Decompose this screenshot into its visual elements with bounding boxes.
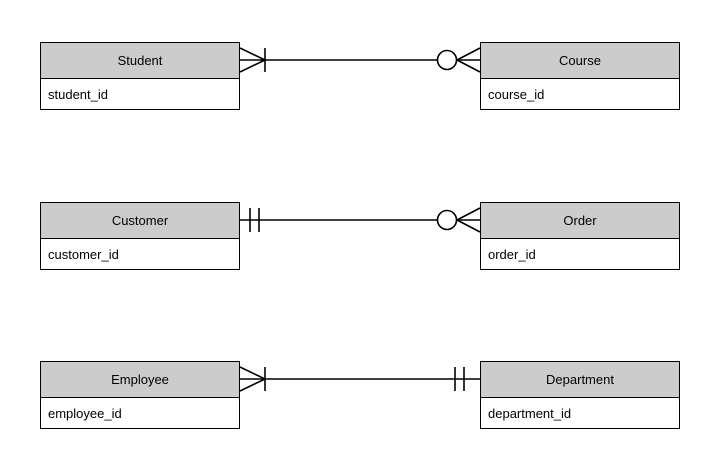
entity-header-course: Course bbox=[481, 43, 679, 79]
entity-attribute-row-order: order_id bbox=[481, 239, 679, 270]
entity-attribute-student-id: student_id bbox=[48, 87, 108, 102]
entity-attribute-order-id: order_id bbox=[488, 247, 536, 262]
cardinality-crowsfoot-bar-employee bbox=[239, 366, 266, 392]
entity-title-employee: Employee bbox=[111, 372, 169, 387]
entity-title-department: Department bbox=[546, 372, 614, 387]
entity-box-order[interactable]: Order order_id bbox=[480, 202, 680, 270]
entity-attribute-row-department: department_id bbox=[481, 398, 679, 429]
entity-attribute-employee-id: employee_id bbox=[48, 406, 122, 421]
entity-title-customer: Customer bbox=[111, 213, 169, 228]
entity-attribute-customer-id: customer_id bbox=[48, 247, 119, 262]
entity-box-department[interactable]: Department department_id bbox=[480, 361, 680, 429]
entity-box-customer[interactable]: Customer customer_id bbox=[40, 202, 240, 270]
entity-header-employee: Employee bbox=[41, 362, 239, 398]
cardinality-crowsfoot-bar-student bbox=[239, 47, 266, 73]
entity-attribute-row-course: course_id bbox=[481, 79, 679, 110]
entity-box-student[interactable]: Student student_id bbox=[40, 42, 240, 110]
cardinality-double-bar-customer bbox=[249, 208, 260, 232]
entity-attribute-row-student: student_id bbox=[41, 79, 239, 110]
entity-header-department: Department bbox=[481, 362, 679, 398]
entity-attribute-row-employee: employee_id bbox=[41, 398, 239, 429]
entity-attribute-course-id: course_id bbox=[488, 87, 545, 102]
entity-header-customer: Customer bbox=[41, 203, 239, 239]
entity-title-order: Order bbox=[563, 213, 597, 228]
entity-title-student: Student bbox=[117, 53, 163, 68]
entity-title-course: Course bbox=[559, 53, 601, 68]
cardinality-circle-crowsfoot-order bbox=[436, 207, 481, 233]
entity-attribute-department-id: department_id bbox=[488, 406, 572, 421]
cardinality-circle-crowsfoot-course bbox=[436, 47, 481, 73]
entity-header-order: Order bbox=[481, 203, 679, 239]
cardinality-double-bar-department bbox=[454, 367, 465, 391]
entity-attribute-row-customer: customer_id bbox=[41, 239, 239, 270]
entity-header-student: Student bbox=[41, 43, 239, 79]
entity-box-course[interactable]: Course course_id bbox=[480, 42, 680, 110]
entity-box-employee[interactable]: Employee employee_id bbox=[40, 361, 240, 429]
